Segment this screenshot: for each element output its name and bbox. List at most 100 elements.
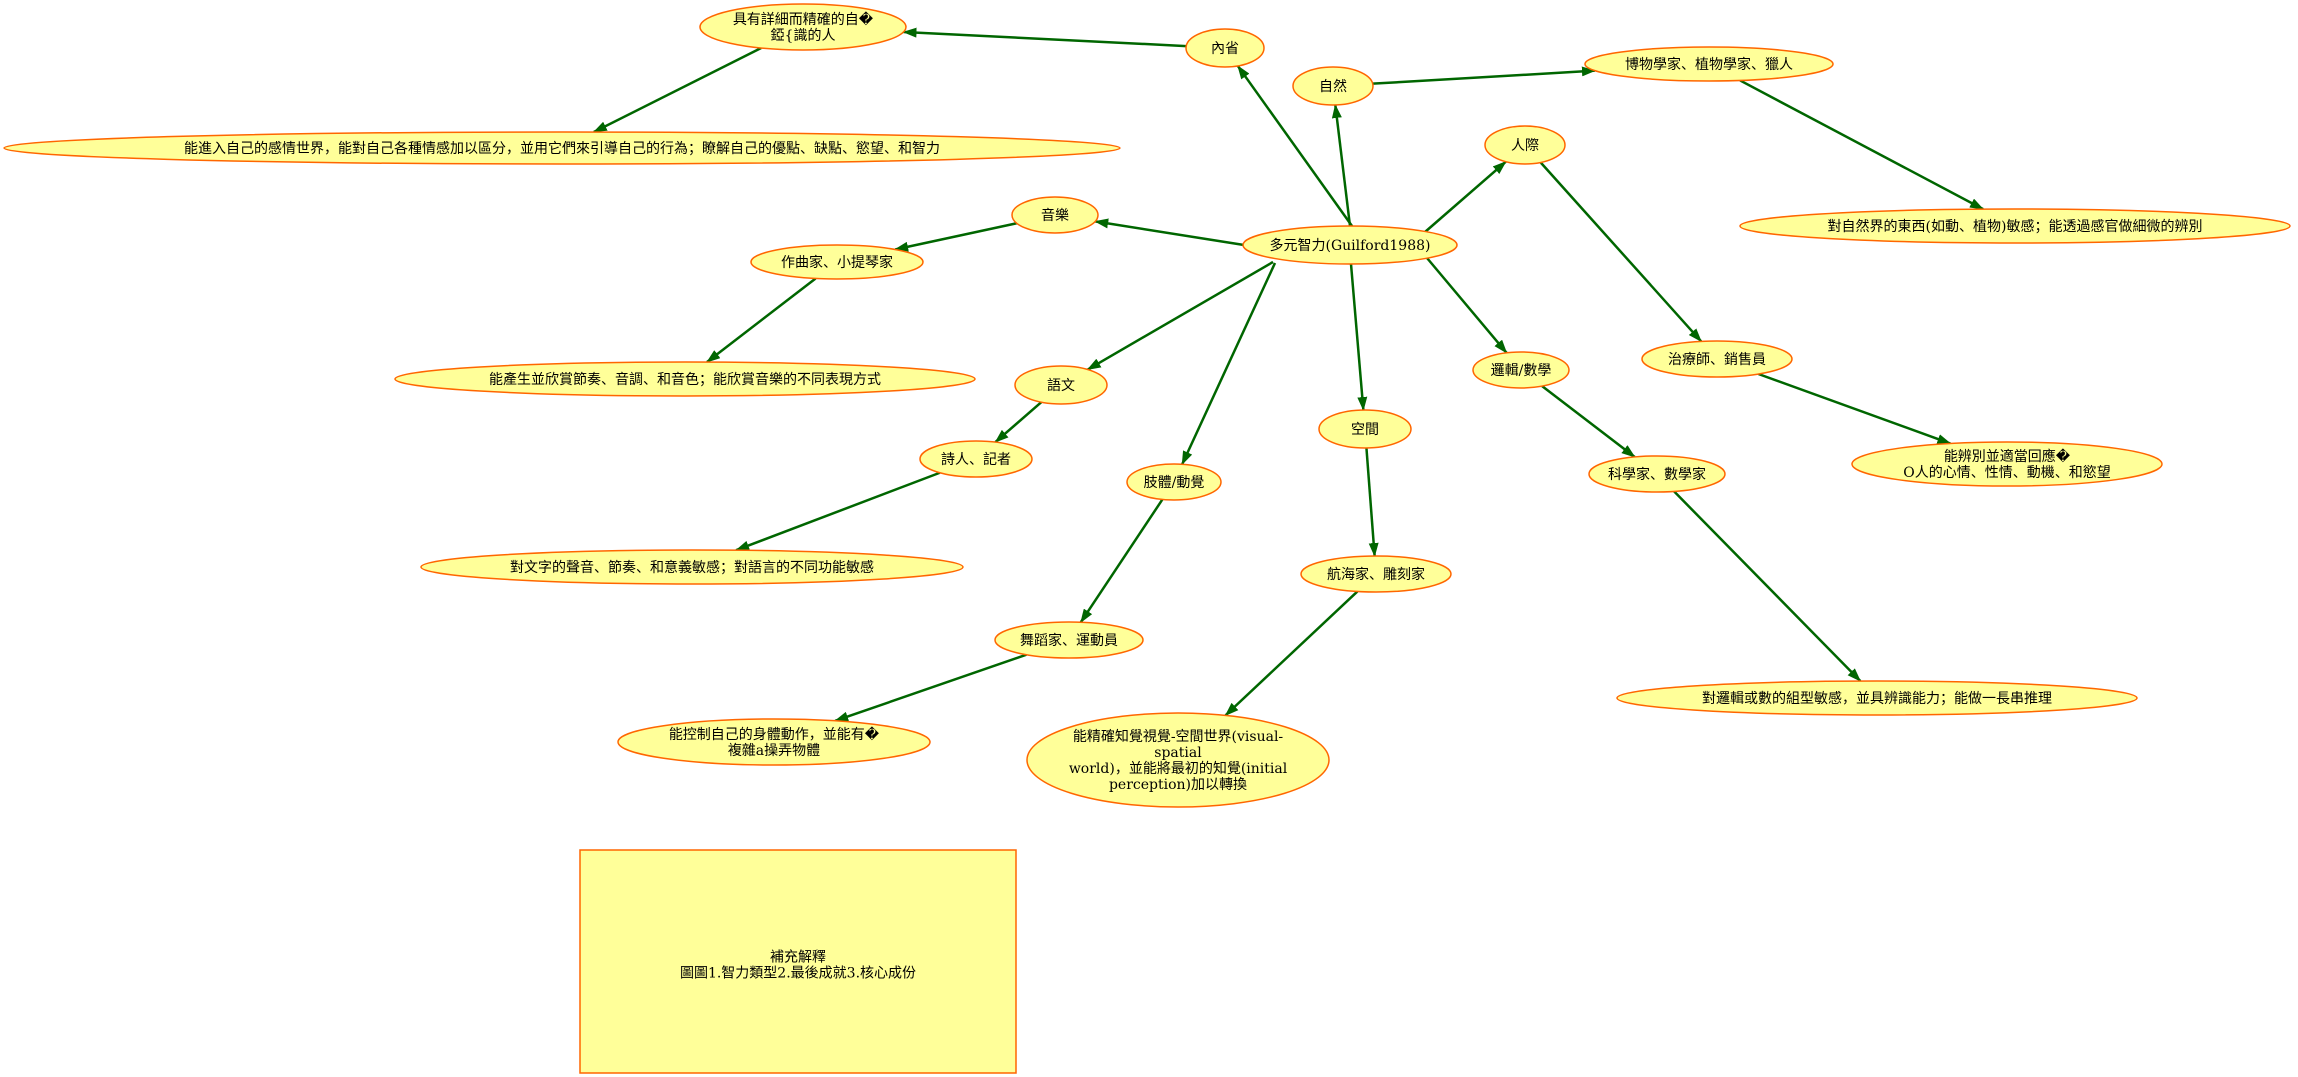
node-label-line: 具有詳細而精確的自� bbox=[733, 11, 874, 28]
node-root[interactable]: 多元智力(Guilford1988) bbox=[1242, 225, 1458, 265]
node-label: 人際 bbox=[1511, 138, 1539, 154]
node-shape bbox=[1300, 555, 1452, 593]
node-label-line: spatial bbox=[1154, 745, 1202, 761]
node-shape bbox=[1484, 125, 1566, 165]
node-label-line: 舞蹈家、運動員 bbox=[1020, 632, 1118, 649]
edge-root-to-neixing bbox=[1236, 65, 1354, 227]
node-label-line: 自然 bbox=[1319, 78, 1347, 95]
node-label-line: O人的心情、性情、動機、和慾望 bbox=[1903, 465, 2110, 481]
node-label-line: 博物學家、植物學家、獵人 bbox=[1625, 56, 1793, 73]
node-kongjian[interactable]: 空間 bbox=[1318, 409, 1412, 449]
node-label: 能進入自己的感情世界，能對自己各種情感加以區分，並用它們來引導自己的行為；瞭解自… bbox=[184, 140, 940, 157]
node-yuwen-people[interactable]: 詩人、記者 bbox=[919, 440, 1033, 478]
node-yinyue-people[interactable]: 作曲家、小提琴家 bbox=[750, 244, 924, 280]
node-label-line: 肢體/動覺 bbox=[1144, 475, 1205, 491]
node-shape bbox=[1472, 351, 1570, 389]
node-label-line: world)，並能將最初的知覺(initial bbox=[1069, 760, 1288, 777]
node-label-line: 錏{識的人 bbox=[771, 28, 836, 44]
node-label-line: 詩人、記者 bbox=[941, 451, 1011, 468]
node-shape bbox=[394, 361, 976, 397]
edge-zhiti-people-to-zhiti-desc bbox=[834, 653, 1027, 723]
node-ziran[interactable]: 自然 bbox=[1292, 66, 1374, 106]
node-zhiti-desc[interactable]: 能控制自己的身體動作，並能有�複雜a操弄物體 bbox=[617, 718, 931, 766]
node-label-line: 能產生並欣賞節奏、音調、和音色；能欣賞音樂的不同表現方式 bbox=[489, 371, 881, 388]
node-label-line: 補充解釋 bbox=[770, 950, 826, 966]
node-luoji-desc[interactable]: 對邏輯或數的組型敏感，並具辨識能力；能做一長串推理 bbox=[1616, 680, 2138, 716]
nodes: 多元智力(Guilford1988) 內省 具有詳細而精確的自�錏{識的人能進入自己… bbox=[3, 3, 2291, 1074]
edge-yuwen-to-yuwen-people bbox=[994, 401, 1043, 444]
node-shape bbox=[1739, 208, 2291, 244]
node-luoji[interactable]: 邏輯/數學 bbox=[1472, 351, 1570, 389]
node-label-line: 能控制自己的身體動作，並能有� bbox=[669, 726, 880, 743]
node-label: 治療師、銷售員 bbox=[1668, 351, 1766, 368]
edge-kongjian-people-to-kongjian-desc bbox=[1224, 590, 1359, 717]
node-label-line: perception)加以轉換 bbox=[1109, 777, 1247, 793]
node-label-line: 語文 bbox=[1047, 378, 1075, 394]
node-label: 對邏輯或數的組型敏感，並具辨識能力；能做一長串推理 bbox=[1702, 690, 2052, 707]
node-shape bbox=[1242, 225, 1458, 265]
node-label-line: 作曲家、小提琴家 bbox=[781, 254, 893, 271]
node-label: 作曲家、小提琴家 bbox=[781, 254, 893, 271]
node-shape bbox=[1011, 196, 1099, 234]
node-label: 邏輯/數學 bbox=[1491, 363, 1552, 379]
edge-renji-to-renji-people bbox=[1539, 161, 1703, 343]
node-shape bbox=[1126, 463, 1222, 501]
node-shape bbox=[750, 244, 924, 280]
node-shape bbox=[1584, 46, 1834, 82]
node-label: 能產生並欣賞節奏、音調、和音色；能欣賞音樂的不同表現方式 bbox=[489, 371, 881, 388]
node-shape bbox=[1616, 680, 2138, 716]
node-renji-people[interactable]: 治療師、銷售員 bbox=[1641, 340, 1793, 378]
node-ziran-people[interactable]: 博物學家、植物學家、獵人 bbox=[1584, 46, 1834, 82]
edge-root-to-yuwen bbox=[1086, 260, 1274, 371]
node-label: 舞蹈家、運動員 bbox=[1020, 632, 1118, 649]
node-label-line: 治療師、銷售員 bbox=[1668, 351, 1766, 368]
node-yinyue-desc[interactable]: 能產生並欣賞節奏、音調、和音色；能欣賞音樂的不同表現方式 bbox=[394, 361, 976, 397]
edge-root-to-luoji bbox=[1426, 257, 1508, 354]
edge-neixing-people-to-neixing-desc bbox=[592, 46, 762, 134]
edge-root-to-renji bbox=[1424, 160, 1507, 233]
node-shape bbox=[1851, 441, 2163, 487]
node-label: 自然 bbox=[1319, 78, 1347, 95]
edge-root-to-yinyue bbox=[1094, 218, 1245, 247]
node-yuwen[interactable]: 語文 bbox=[1014, 365, 1108, 405]
edge-ziran-people-to-ziran-desc bbox=[1739, 79, 1984, 211]
edge-ziran-to-ziran-people bbox=[1372, 66, 1596, 85]
node-luoji-people[interactable]: 科學家、數學家 bbox=[1588, 455, 1726, 493]
node-note[interactable]: 補充解釋圖圖1.智力類型2.最後成就3.核心成份 bbox=[579, 849, 1017, 1074]
node-shape bbox=[1185, 28, 1265, 68]
edges bbox=[592, 27, 1984, 723]
node-label-line: 對文字的聲音、節奏、和意義敏感；對語言的不同功能敏感 bbox=[510, 559, 874, 576]
node-yinyue[interactable]: 音樂 bbox=[1011, 196, 1099, 234]
edge-zhiti-to-zhiti-people bbox=[1079, 498, 1164, 624]
edge-yinyue-people-to-yinyue-desc bbox=[706, 277, 817, 364]
node-label-line: 對自然界的東西(如動、植物)敏感；能透過感官做細微的辨別 bbox=[1828, 218, 2203, 235]
node-neixing-people[interactable]: 具有詳細而精確的自�錏{識的人 bbox=[699, 3, 907, 51]
node-label-line: 能辨別並適當回應� bbox=[1944, 448, 2071, 465]
edge-renji-people-to-renji-desc bbox=[1758, 372, 1952, 445]
node-label-line: 音樂 bbox=[1041, 207, 1069, 224]
node-label: 具有詳細而精確的自�錏{識的人 bbox=[733, 11, 874, 44]
node-label-line: 複雜a操弄物體 bbox=[728, 742, 820, 759]
node-ziran-desc[interactable]: 對自然界的東西(如動、植物)敏感；能透過感官做細微的辨別 bbox=[1739, 208, 2291, 244]
edge-neixing-to-neixing-people bbox=[902, 27, 1187, 48]
node-label-line: 科學家、數學家 bbox=[1608, 466, 1706, 483]
node-label: 音樂 bbox=[1041, 207, 1069, 224]
node-zhiti[interactable]: 肢體/動覺 bbox=[1126, 463, 1222, 501]
node-label-line: 人際 bbox=[1511, 138, 1539, 154]
node-shape bbox=[579, 849, 1017, 1074]
node-neixing[interactable]: 內省 bbox=[1185, 28, 1265, 68]
node-shape bbox=[1026, 712, 1330, 808]
node-kongjian-people[interactable]: 航海家、雕刻家 bbox=[1300, 555, 1452, 593]
node-zhiti-people[interactable]: 舞蹈家、運動員 bbox=[994, 621, 1144, 659]
node-shape bbox=[1641, 340, 1793, 378]
node-label-line: 對邏輯或數的組型敏感，並具辨識能力；能做一長串推理 bbox=[1702, 690, 2052, 707]
node-shape bbox=[919, 440, 1033, 478]
node-label: 對自然界的東西(如動、植物)敏感；能透過感官做細微的辨別 bbox=[1828, 218, 2203, 235]
node-neixing-desc[interactable]: 能進入自己的感情世界，能對自己各種情感加以區分，並用它們來引導自己的行為；瞭解自… bbox=[3, 131, 1121, 165]
node-shape bbox=[3, 131, 1121, 165]
node-renji-desc[interactable]: 能辨別並適當回應�O人的心情、性情、動機、和慾望 bbox=[1851, 441, 2163, 487]
node-renji[interactable]: 人際 bbox=[1484, 125, 1566, 165]
node-yuwen-desc[interactable]: 對文字的聲音、節奏、和意義敏感；對語言的不同功能敏感 bbox=[420, 549, 964, 585]
node-label-line: 能進入自己的感情世界，能對自己各種情感加以區分，並用它們來引導自己的行為；瞭解自… bbox=[184, 140, 940, 157]
